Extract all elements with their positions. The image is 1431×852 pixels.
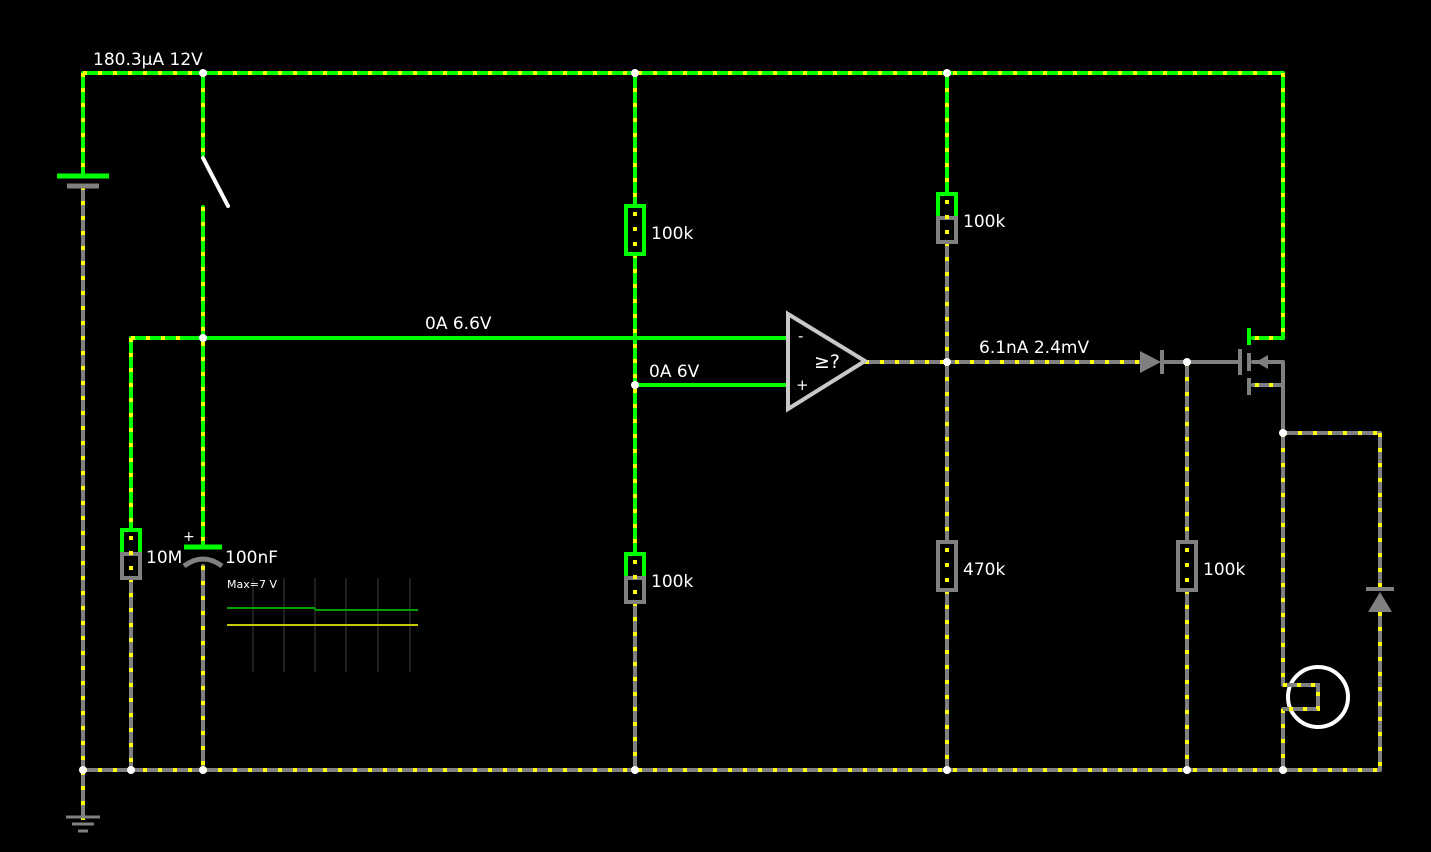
battery-icon[interactable] bbox=[57, 173, 109, 189]
diode-icon[interactable] bbox=[1140, 350, 1164, 374]
opamp-symbol-label: ≥? bbox=[814, 351, 840, 373]
current-dots bbox=[81, 71, 1382, 820]
r3-label: 100k bbox=[651, 572, 693, 592]
r5-label: 100k bbox=[1203, 560, 1245, 580]
scope-trace-green bbox=[227, 607, 418, 611]
scope-max-label: Max=7 V bbox=[227, 578, 277, 591]
opamp-minus-label: - bbox=[798, 327, 803, 345]
ground-icon bbox=[66, 815, 100, 833]
flyback-diode-icon[interactable] bbox=[1366, 587, 1394, 612]
resistor-timing[interactable] bbox=[120, 528, 142, 580]
r-timing-label: 10M bbox=[146, 548, 182, 568]
pos-input-readout: 0A 6V bbox=[649, 362, 700, 382]
r2-label: 100k bbox=[963, 212, 1005, 232]
nodes bbox=[79, 69, 1287, 774]
capacitor-plus-label: + bbox=[183, 529, 195, 545]
wires bbox=[81, 71, 1382, 817]
resistor-r3[interactable] bbox=[624, 552, 646, 604]
resistor-r5[interactable] bbox=[1176, 540, 1198, 592]
mosfet-icon[interactable] bbox=[1238, 328, 1283, 395]
output-readout: 6.1nA 2.4mV bbox=[979, 338, 1089, 358]
r1-label: 100k bbox=[651, 224, 693, 244]
scope-panel[interactable]: Max=7 V bbox=[227, 578, 418, 672]
resistor-r4[interactable] bbox=[936, 540, 958, 592]
supply-readout: 180.3µA 12V bbox=[93, 50, 203, 70]
resistor-r2[interactable] bbox=[936, 192, 958, 244]
switch-icon[interactable] bbox=[201, 156, 230, 208]
neg-input-readout: 0A 6.6V bbox=[425, 314, 492, 334]
resistor-r1[interactable] bbox=[624, 204, 646, 256]
lamp-icon[interactable] bbox=[1283, 665, 1350, 729]
capacitor-icon[interactable] bbox=[182, 544, 224, 569]
r4-label: 470k bbox=[963, 560, 1005, 580]
comparator-icon[interactable] bbox=[786, 310, 869, 413]
capacitor-label: 100nF bbox=[225, 548, 278, 568]
opamp-plus-label: + bbox=[796, 376, 809, 394]
